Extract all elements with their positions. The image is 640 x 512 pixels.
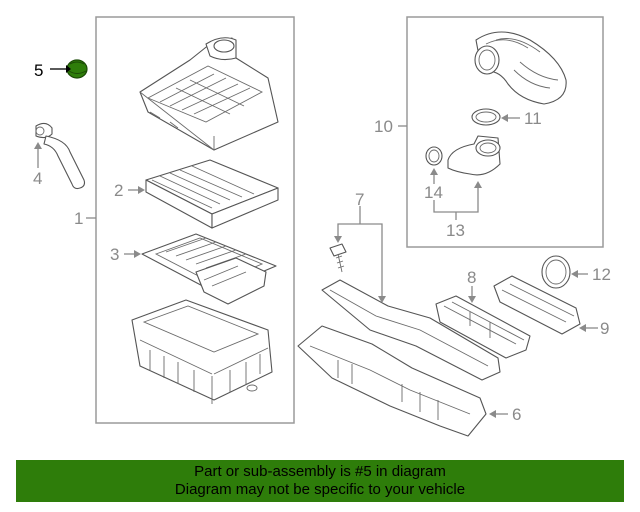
part-6-lower-duct — [297, 325, 487, 437]
callout-10: 10 — [374, 117, 393, 136]
arrow-7a — [334, 236, 342, 243]
arrow-3 — [134, 250, 141, 258]
banner-line-1: Part or sub-assembly is #5 in diagram — [194, 463, 446, 480]
arrow-4 — [34, 142, 42, 149]
callout-8: 8 — [467, 268, 476, 287]
air-cleaner-lower-housing — [131, 299, 273, 404]
arrow-11 — [501, 114, 508, 122]
arrow-7b — [378, 296, 386, 303]
assembly-frame-10 — [406, 16, 604, 248]
arrow-6 — [489, 410, 496, 418]
part-13-elbow — [447, 135, 501, 176]
callout-12: 12 — [592, 265, 611, 284]
part-3-filter-frame — [141, 233, 277, 305]
callout-1: 1 — [74, 209, 83, 228]
part-14-oring — [425, 146, 443, 166]
arrow-14 — [430, 168, 438, 175]
arrow-5 — [66, 65, 71, 73]
callout-3: 3 — [110, 245, 119, 264]
part-2-filter — [145, 159, 279, 229]
arrow-9 — [579, 324, 586, 332]
part-12-clamp — [541, 255, 571, 289]
callout-5: 5 — [34, 61, 43, 80]
air-cleaner-upper-housing — [139, 37, 279, 151]
arrow-8 — [468, 296, 476, 303]
bolt-7 — [329, 243, 347, 273]
arrow-2 — [138, 186, 145, 194]
info-banner: Part or sub-assembly is #5 in diagram Di… — [16, 460, 624, 502]
arrow-13 — [474, 181, 482, 188]
banner-line-2: Diagram may not be specific to your vehi… — [174, 481, 466, 498]
part-4-hose — [35, 122, 86, 190]
part-7-duct — [321, 279, 501, 381]
part-8-resonator — [435, 295, 531, 359]
part-11-clamp — [471, 108, 501, 126]
callout-2: 2 — [114, 181, 123, 200]
callout-6: 6 — [512, 405, 521, 424]
assembly-frame-1 — [95, 16, 295, 424]
callout-14: 14 — [424, 183, 443, 202]
callout-9: 9 — [600, 319, 609, 338]
callout-7: 7 — [355, 190, 364, 209]
part-9-intake — [493, 275, 581, 335]
callout-13: 13 — [446, 221, 465, 240]
callout-4: 4 — [33, 169, 42, 188]
arrow-12 — [571, 270, 578, 278]
intake-hose — [474, 31, 567, 105]
callout-11: 11 — [524, 109, 542, 128]
